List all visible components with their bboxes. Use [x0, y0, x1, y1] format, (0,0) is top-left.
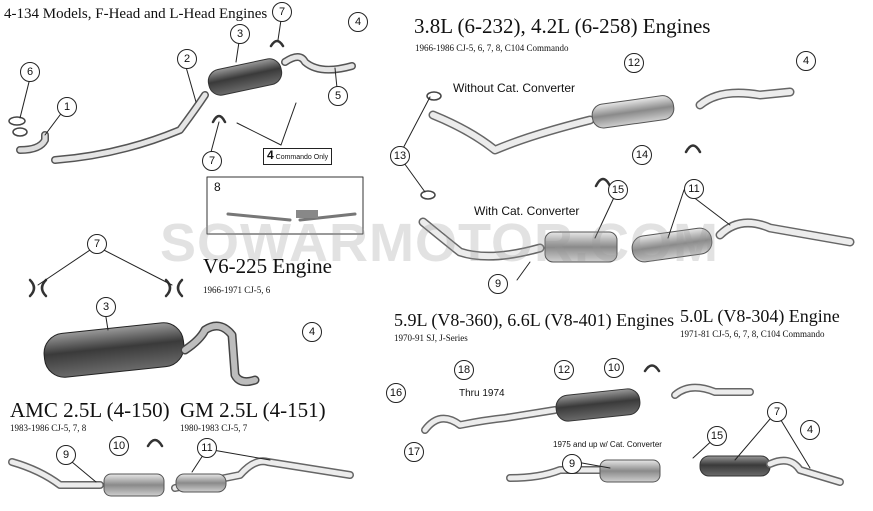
callout-14: 14: [632, 145, 652, 165]
without-cat-label: Without Cat. Converter: [453, 81, 576, 95]
thru-1974-label: Thru 1974: [459, 388, 505, 399]
callout-12: 12: [624, 53, 644, 73]
callout-4: 4: [348, 12, 368, 32]
v6-232-exhaust-without-cat: [428, 87, 795, 155]
inset-number-8: 8: [214, 180, 221, 194]
v6-225-muffler: [43, 322, 185, 378]
commando-note-text: Commando Only: [275, 154, 329, 161]
callout-12: 12: [554, 360, 574, 380]
callout-4: 4: [800, 420, 820, 440]
v8-title: 5.9L (V8-360), 6.6L (V8-401) Engines: [394, 310, 675, 330]
callout-7: 7: [87, 234, 107, 254]
after-1975-label: 1975 and up w/ Cat. Converter: [553, 440, 662, 449]
f-head-muffler: [207, 58, 283, 96]
callout-10: 10: [604, 358, 624, 378]
callout-9: 9: [562, 454, 582, 474]
f-head-title: 4-134 Models, F-Head and L-Head Engines: [4, 6, 268, 22]
v6-225-title: V6-225 Engine: [203, 254, 332, 278]
v6-232-subtitle: 1966-1986 CJ-5, 6, 7, 8, C104 Commando: [415, 43, 569, 53]
callout-15: 15: [707, 426, 727, 446]
v6-232-title: 3.8L (6-232), 4.2L (6-258) Engines: [414, 14, 711, 38]
commando-only-label: 4 Commando Only: [263, 148, 333, 165]
callout-15: 15: [608, 180, 628, 200]
v8-304-subtitle: 1971-81 CJ-5, 6, 7, 8, C104 Commando: [680, 329, 825, 339]
callout-18: 18: [454, 360, 474, 380]
amc-title: AMC 2.5L (4-150): [10, 398, 170, 422]
callout-1: 1: [57, 97, 77, 117]
callout-4: 4: [302, 322, 322, 342]
inset-box-8: [206, 176, 364, 235]
callout-13: 13: [390, 146, 410, 166]
f-head-exhaust-system: [8, 53, 356, 164]
gm-subtitle: 1980-1983 CJ-5, 7: [180, 423, 248, 433]
callout-11: 11: [197, 438, 217, 458]
callout-7: 7: [767, 402, 787, 422]
callout-4: 4: [796, 51, 816, 71]
callout-2: 2: [177, 49, 197, 69]
callout-5: 5: [328, 86, 348, 106]
callout-16: 16: [386, 383, 406, 403]
v6-225-subtitle: 1966-1971 CJ-5, 6: [203, 285, 271, 295]
v8-304-title: 5.0L (V8-304) Engine: [680, 306, 840, 326]
callout-6: 6: [20, 62, 40, 82]
gm-title: GM 2.5L (4-151): [180, 398, 326, 422]
callout-9: 9: [56, 445, 76, 465]
v6-232-exhaust-with-cat: [418, 217, 855, 261]
v8-subtitle: 1970-91 SJ, J-Series: [394, 333, 468, 343]
callout-7: 7: [272, 2, 292, 22]
callout-9: 9: [488, 274, 508, 294]
callout-17: 17: [404, 442, 424, 462]
callout-7: 7: [202, 151, 222, 171]
callout-3: 3: [230, 24, 250, 44]
callout-10: 10: [109, 436, 129, 456]
callout-11: 11: [684, 179, 704, 199]
commando-callout-number: 4: [267, 148, 274, 162]
with-cat-label: With Cat. Converter: [474, 204, 580, 218]
watermark: SOWARMOTOR.COM: [160, 213, 719, 273]
amc-subtitle: 1983-1986 CJ-5, 7, 8: [10, 423, 87, 433]
callout-3: 3: [96, 297, 116, 317]
